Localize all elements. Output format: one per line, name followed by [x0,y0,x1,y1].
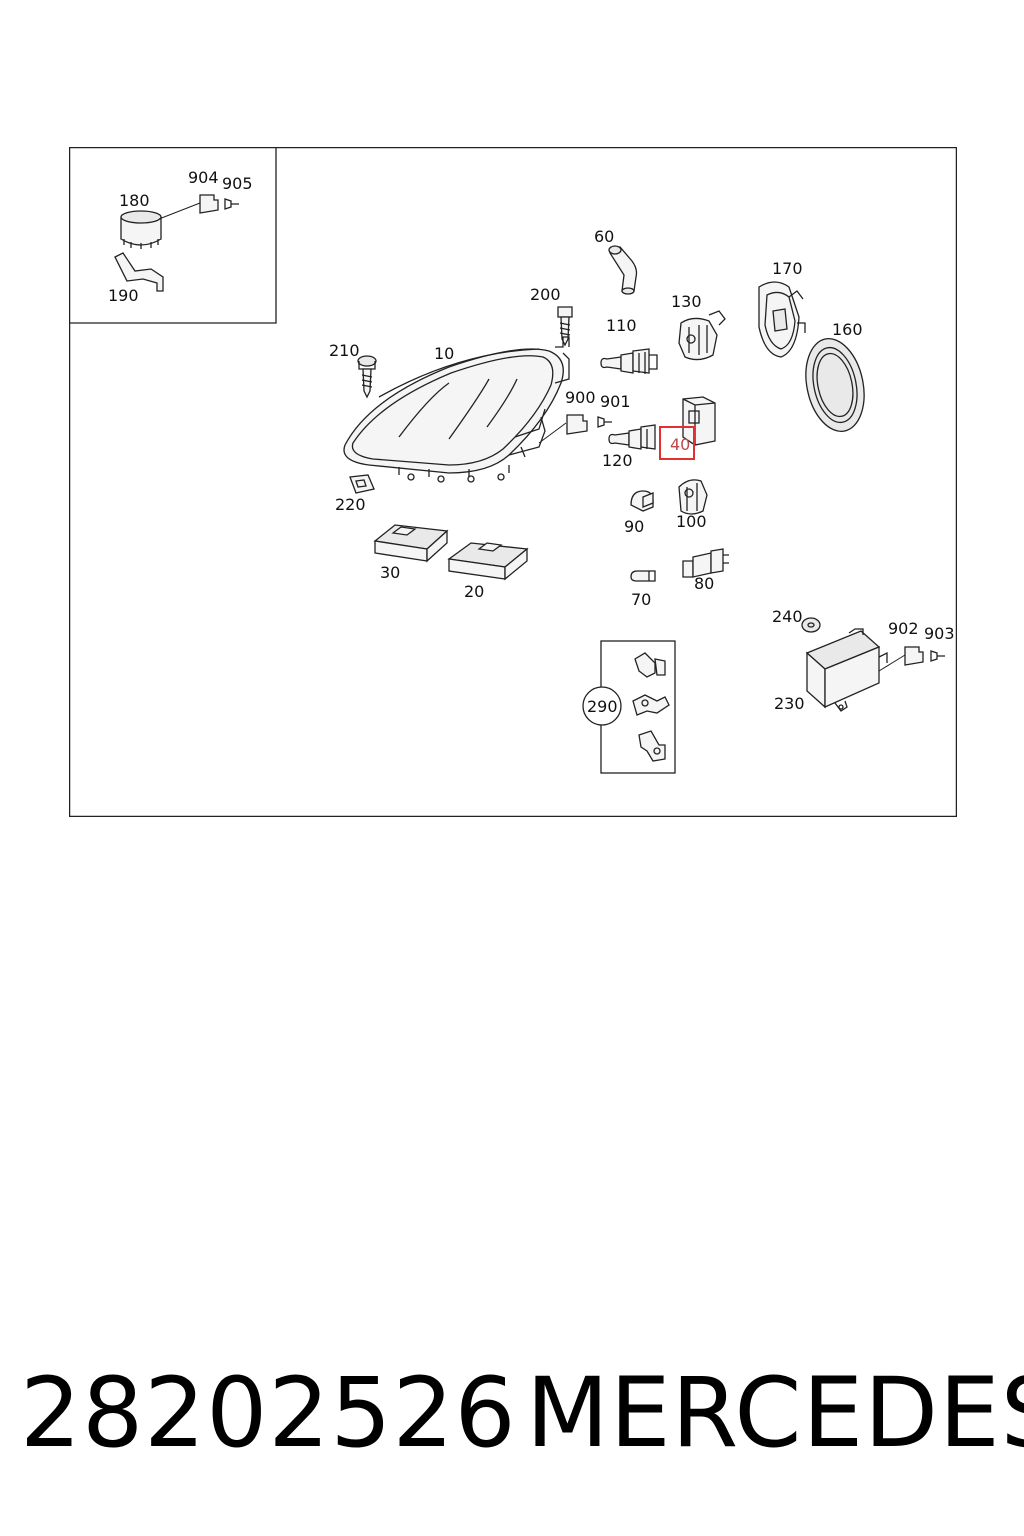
part-170-cover [758,281,806,358]
part-900-connector [566,414,588,435]
part-number: 28202526 [20,1357,517,1469]
part-220-clip [349,474,375,494]
callout-100: 100 [676,512,707,531]
callout-900: 900 [565,388,596,407]
part-30-module [373,524,449,563]
part-70-bulb [630,570,656,582]
part-200-screw [557,306,573,347]
part-902-connector [904,646,924,666]
callout-902: 902 [888,619,919,638]
part-160-ring [805,338,865,432]
part-190-bracket [114,252,164,292]
highlight-box-40 [659,426,695,460]
callout-10: 10 [434,344,454,363]
callout-240: 240 [772,607,803,626]
part-100-socket [678,479,708,515]
part-903-pin [930,650,945,662]
part-904-connector [199,194,219,214]
callout-40: 40 [670,435,690,454]
callout-160: 160 [832,320,863,339]
leader-180 [158,202,201,220]
callout-110: 110 [606,316,637,335]
callout-80: 80 [694,574,714,593]
part-80-connector [682,548,729,578]
diagram-border [69,147,957,817]
part-905-pin [224,198,239,210]
leader-900 [538,422,567,444]
callout-904: 904 [188,168,219,187]
callout-290: 290 [587,697,618,716]
parts-diagram: 180 904 905 190 60 170 200 130 110 160 2… [69,147,957,817]
callout-60: 60 [594,227,614,246]
part-230-module [805,628,888,712]
callout-130: 130 [671,292,702,311]
brand-name: MERCEDES [526,1357,1024,1469]
part-120-bulb [608,424,656,450]
callout-120: 120 [602,451,633,470]
leader-230 [878,654,906,672]
part-290-clip-top [634,652,666,678]
part-90-bulb [630,490,654,512]
part-290-clip-middle [632,694,670,716]
callout-90: 90 [624,517,644,536]
part-290-clip-bottom [638,730,666,762]
part-20-module [447,542,529,581]
callout-70: 70 [631,590,651,609]
callout-20: 20 [464,582,484,601]
part-901-pin [597,416,612,428]
part-110-bulb [600,348,658,374]
part-10-headlamp [343,336,570,483]
part-240-nut [801,617,821,633]
callout-901: 901 [600,392,631,411]
callout-200: 200 [530,285,561,304]
part-40-socket [682,396,716,446]
callout-220: 220 [335,495,366,514]
callout-30: 30 [380,563,400,582]
callout-903: 903 [924,624,955,643]
inset-border [69,147,277,324]
part-180-cap [120,210,162,249]
part-290-badge [582,686,622,726]
callout-230: 230 [774,694,805,713]
part-210-screw [357,355,377,399]
callout-905: 905 [222,174,253,193]
callout-170: 170 [772,259,803,278]
callout-190: 190 [108,286,139,305]
callout-210: 210 [329,341,360,360]
part-130-socket [678,310,726,361]
parts-diagram-svg: 180 904 905 190 60 170 200 130 110 160 2… [69,147,957,817]
part-60-elbow [608,245,638,295]
callout-180: 180 [119,191,150,210]
